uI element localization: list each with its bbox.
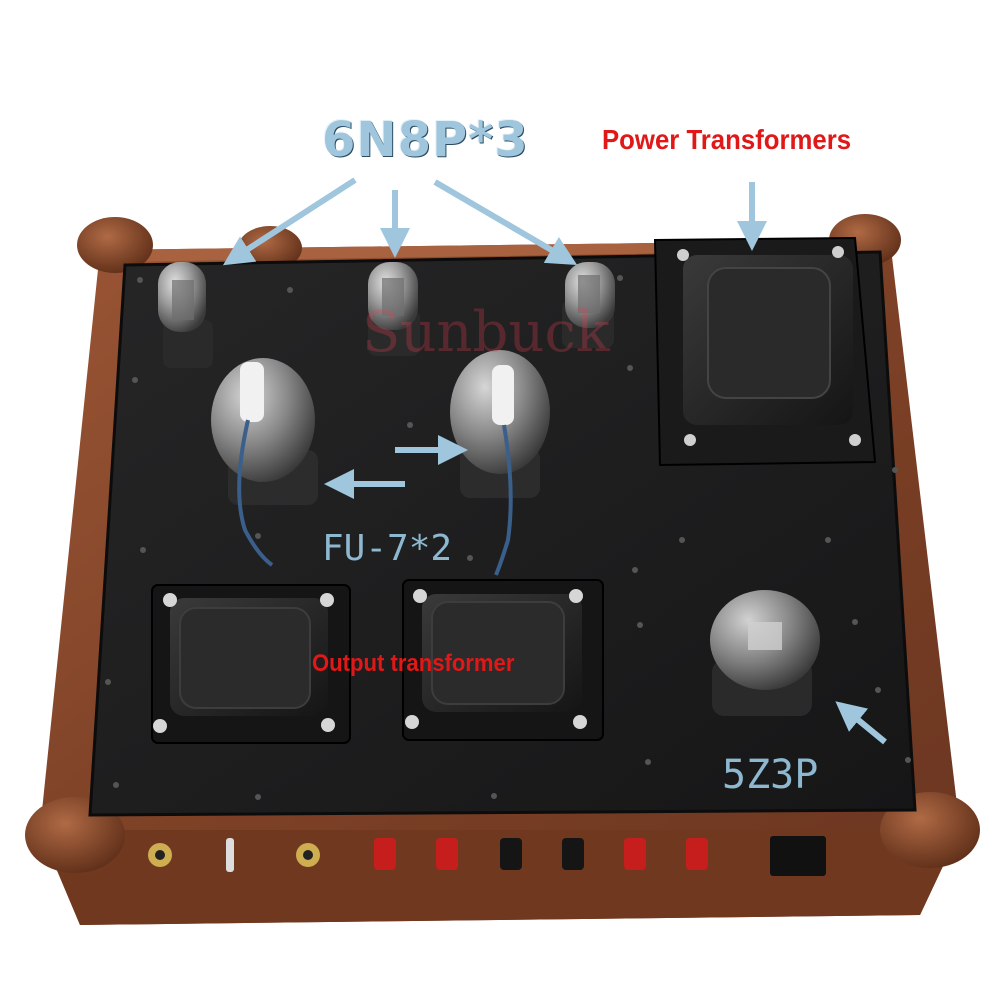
power-tubes-label: FU-7*2 [322, 528, 453, 569]
output-transformer-right [402, 579, 604, 741]
rectifier-tube-label: 5Z3P [722, 752, 819, 798]
watermark-text: Sunbuck [362, 300, 610, 365]
preamp-tube-2 [368, 262, 420, 356]
plate-screws [105, 275, 911, 800]
arrow-to-rectifier-tube [835, 701, 887, 745]
rear-panel-connectors [148, 836, 826, 876]
output-transformer-left [151, 584, 351, 744]
power-tube-left [211, 358, 318, 567]
arrow-to-preamp-tube-1 [222, 177, 357, 266]
power-transformer [653, 236, 877, 467]
rectifier-tube [710, 590, 820, 716]
preamp-tube-1 [158, 262, 213, 368]
preamp-tube-3 [562, 262, 615, 348]
power-tube-right [450, 350, 550, 576]
annotation-arrows [222, 177, 887, 745]
output-transformer-label: Output transformer [312, 650, 515, 677]
power-transformers-label: Power Transformers [602, 124, 852, 155]
arrow-to-preamp-tube-3 [433, 179, 578, 266]
preamp-tubes-label: 6N8P*3 [322, 112, 529, 168]
